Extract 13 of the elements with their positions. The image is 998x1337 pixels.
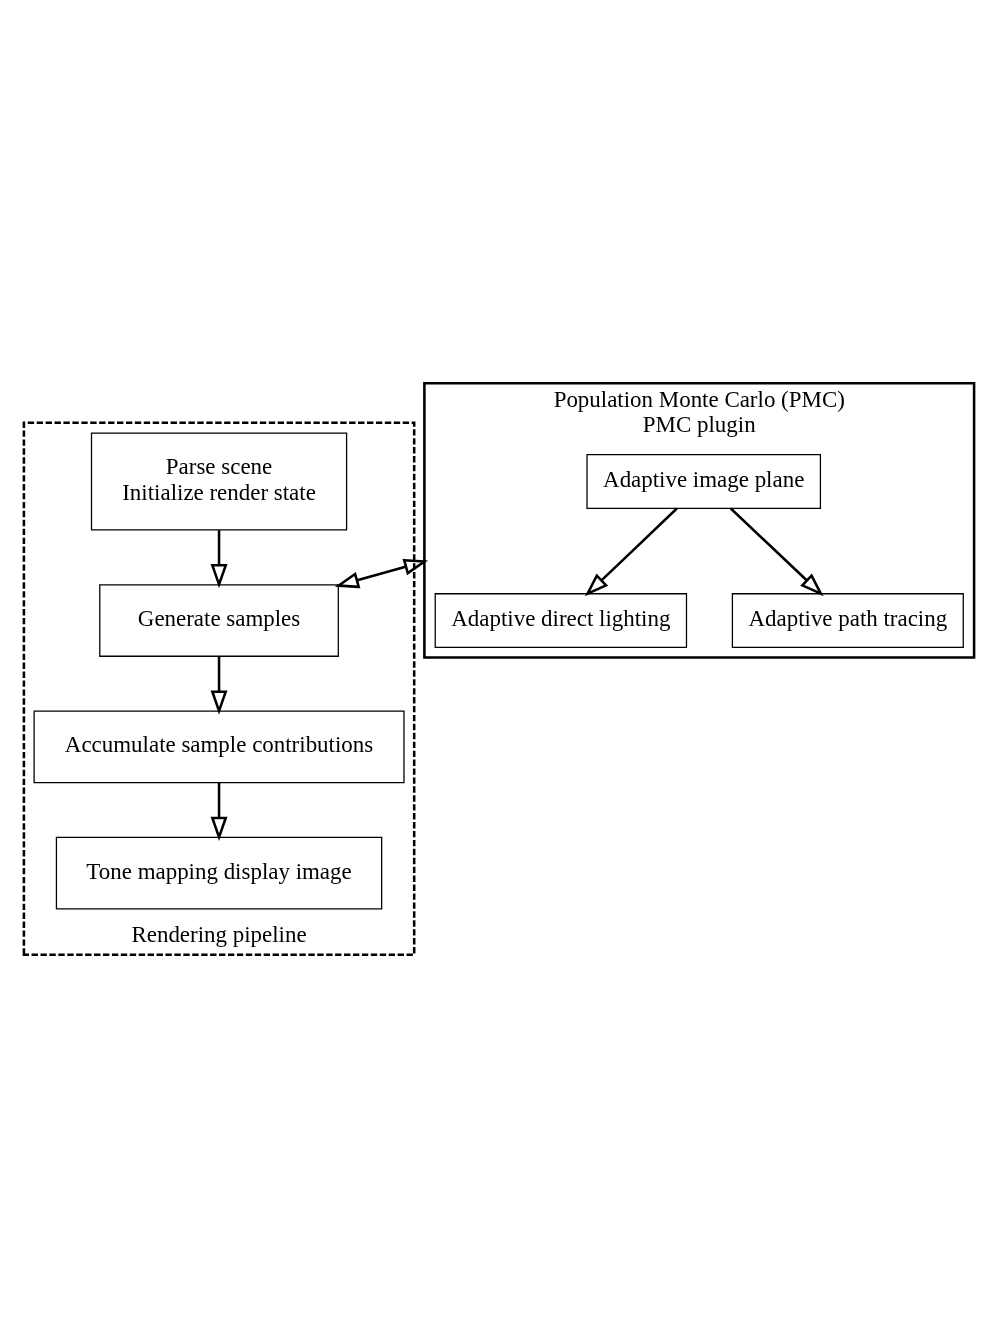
node-box: Adaptive image plane (586, 453, 822, 509)
node-box: Tone mapping display image (55, 836, 383, 909)
arrow (729, 507, 824, 596)
node-box: Accumulate sample contributions (33, 709, 405, 783)
arrow (334, 558, 429, 588)
node-box: Adaptive direct lighting (434, 592, 688, 648)
node-box: Parse scene Initialize render state (90, 431, 348, 531)
node-box: Generate samples (99, 583, 339, 657)
arrow (210, 782, 228, 841)
node-box: Adaptive path tracing (731, 592, 964, 648)
arrow (210, 529, 228, 588)
arrow (210, 655, 228, 715)
arrow (584, 507, 678, 596)
